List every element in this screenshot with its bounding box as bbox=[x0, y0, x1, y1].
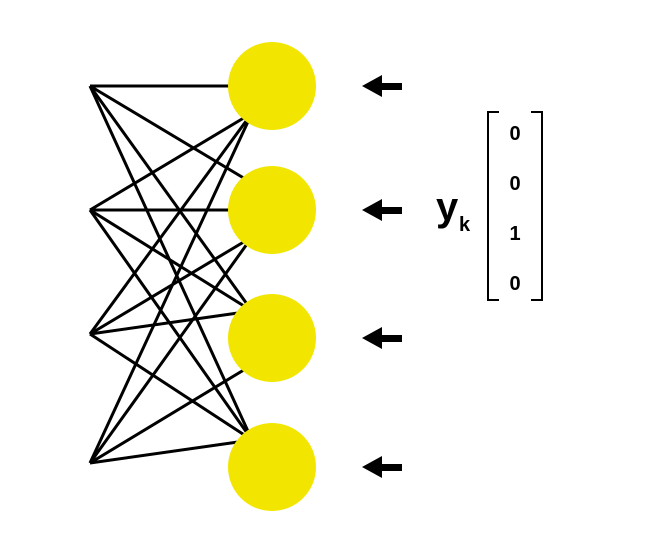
left-arrow-icon bbox=[362, 327, 402, 349]
edge-4-4 bbox=[89, 438, 253, 465]
edge-4-2 bbox=[88, 236, 254, 464]
output-nodes bbox=[228, 42, 316, 511]
left-arrow-icon bbox=[362, 199, 402, 221]
edge-1-3 bbox=[88, 85, 254, 312]
edge-3-1 bbox=[88, 112, 254, 335]
edge-2-3 bbox=[89, 208, 253, 313]
target-arrows bbox=[362, 75, 402, 478]
left-arrow-icon bbox=[362, 75, 402, 97]
output-node-3 bbox=[228, 294, 316, 382]
edge-4-1 bbox=[88, 112, 254, 464]
edge-4-3 bbox=[89, 363, 253, 465]
edge-2-1 bbox=[89, 111, 253, 212]
output-node-1 bbox=[228, 42, 316, 130]
vector-value-2: 0 bbox=[509, 173, 520, 195]
target-label-subscript: k bbox=[459, 214, 471, 236]
vector-value-4: 0 bbox=[509, 273, 520, 295]
vector-value-1: 0 bbox=[509, 123, 520, 145]
output-node-4 bbox=[228, 423, 316, 511]
target-label-main: y bbox=[436, 185, 459, 229]
target-label: y k bbox=[436, 185, 471, 236]
vector-value-3: 1 bbox=[509, 223, 520, 245]
edge-1-2 bbox=[89, 84, 253, 185]
target-vector: 0 0 1 0 bbox=[487, 111, 543, 301]
left-arrow-icon bbox=[362, 456, 402, 478]
edge-3-3 bbox=[89, 309, 253, 336]
output-node-2 bbox=[228, 166, 316, 254]
left-bracket bbox=[487, 111, 499, 301]
edge-2-4 bbox=[88, 209, 254, 441]
right-bracket bbox=[531, 111, 543, 301]
network-edges bbox=[88, 84, 254, 465]
edge-3-4 bbox=[89, 332, 253, 442]
